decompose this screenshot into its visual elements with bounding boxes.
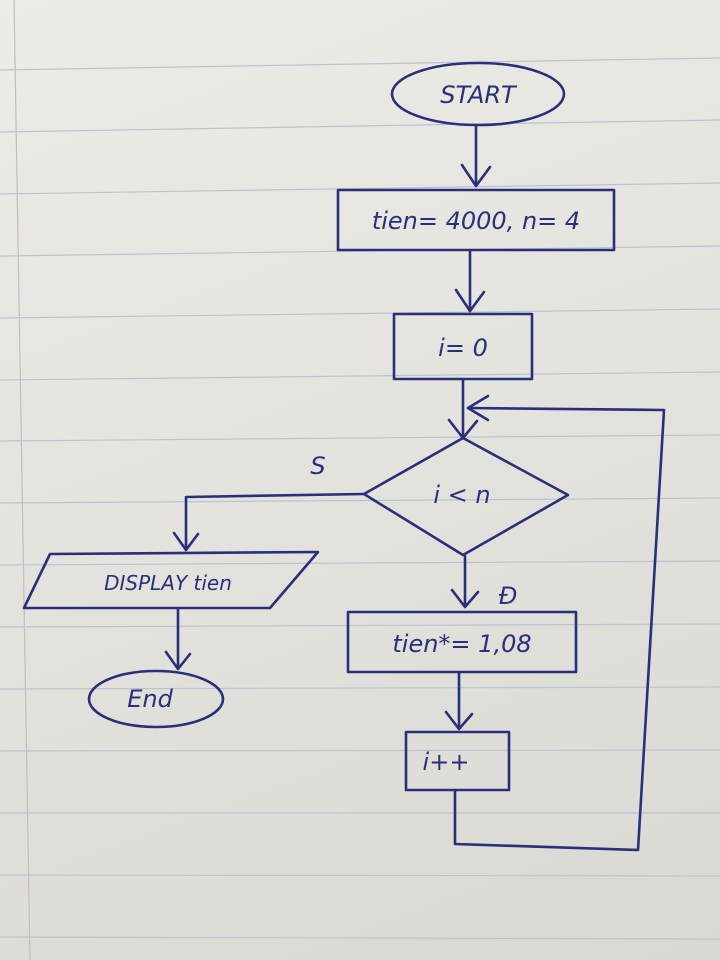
start-label: START <box>440 81 518 109</box>
start-oval <box>390 61 566 127</box>
arrow-init-to-counter <box>454 249 486 313</box>
counter-init-process: i= 0 <box>392 312 534 381</box>
arrow-false-branch <box>172 492 366 552</box>
margin-line <box>13 0 31 960</box>
body-label: tien*= 1,08 <box>392 630 531 658</box>
increment-box <box>404 730 511 792</box>
output-label: DISPLAY tien <box>104 571 232 595</box>
ruled-lines <box>0 57 720 940</box>
arrow-true-branch <box>450 554 480 609</box>
arrow-start-to-init <box>460 124 492 188</box>
end-node: End <box>87 669 225 729</box>
body-box <box>346 610 578 674</box>
increment-label: i++ <box>423 748 470 776</box>
arrow-body-to-increment <box>444 671 474 731</box>
start-node: START <box>390 61 566 127</box>
arrow-loop-back <box>453 394 666 852</box>
decision-node: i < n <box>362 436 570 557</box>
decision-label: i < n <box>433 481 490 509</box>
counter-init-label: i= 0 <box>438 334 488 362</box>
increment-process: i++ <box>404 730 511 792</box>
output-node: DISPLAY tien <box>22 550 320 610</box>
false-branch-label: S <box>310 452 325 480</box>
init-process: tien= 4000, n= 4 <box>336 188 616 252</box>
decision-diamond <box>362 436 570 557</box>
end-oval <box>87 669 225 729</box>
body-process: tien*= 1,08 <box>346 610 578 674</box>
output-parallelogram <box>22 550 320 610</box>
true-branch-label: Đ <box>499 582 518 610</box>
arrow-output-to-end <box>164 607 192 671</box>
init-box <box>336 188 616 252</box>
init-label: tien= 4000, n= 4 <box>372 207 580 235</box>
end-label: End <box>127 685 173 713</box>
